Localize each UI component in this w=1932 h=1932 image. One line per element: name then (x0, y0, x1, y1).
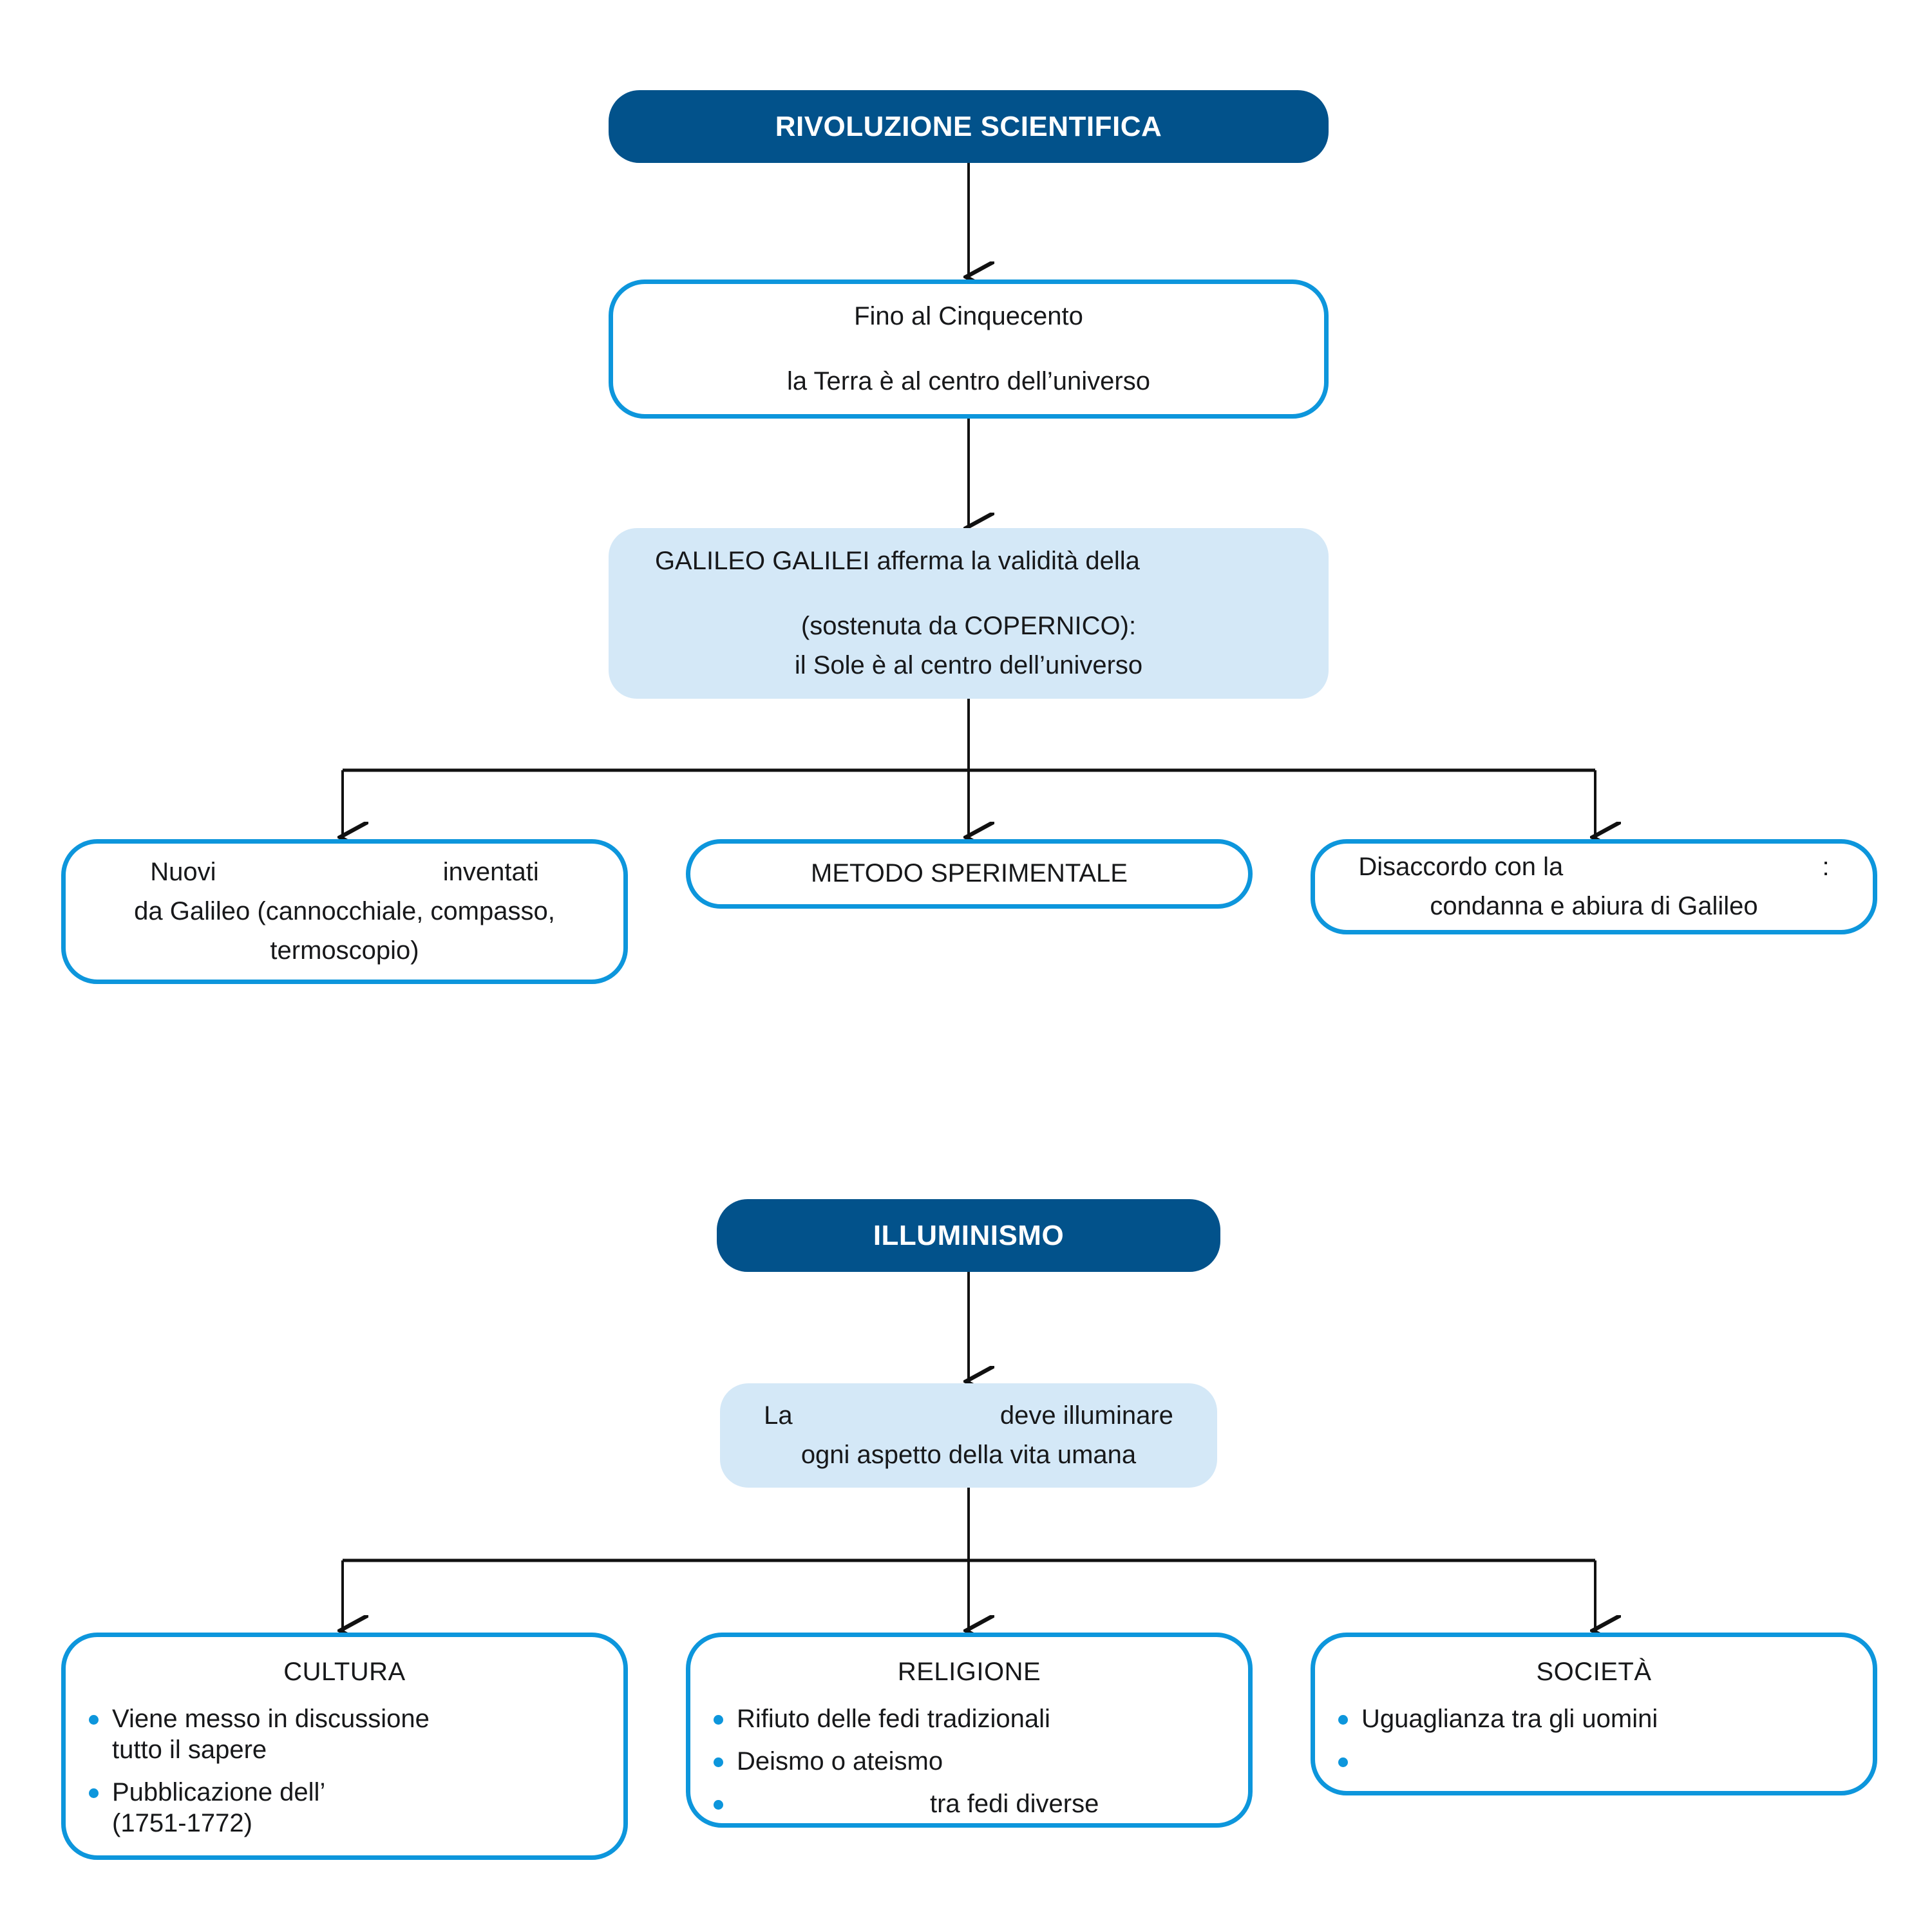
node-category-religione[interactable]: RELIGIONE Rifiuto delle fedi tradizional… (686, 1633, 1253, 1828)
node-metodo-sperimentale[interactable]: METODO SPERIMENTALE (686, 839, 1253, 909)
text-fragment-a: Viene messo in discussione (112, 1705, 430, 1733)
text-line-2: la Terra è al centro dell’universo (786, 367, 1150, 395)
la-ragione-text: La deve illuminare ogni aspetto della vi… (720, 1401, 1217, 1470)
societa-title: SOCIETÀ (1536, 1658, 1652, 1686)
text-line-3: termoscopio) (270, 936, 419, 965)
text-line-1: Disaccordo con la : (1337, 852, 1851, 882)
text-line-2: tutto il sapere (112, 1736, 267, 1764)
text-line-1: Fino al Cinquecento (854, 301, 1083, 330)
list-item: Viene messo in discussione tutto il sape… (85, 1703, 612, 1765)
text-fragment-b: inventati (442, 857, 539, 886)
list-item: tra fedi diverse (710, 1788, 1236, 1819)
text-fragment-a: GALILEO GALILEI afferma la validità dell… (654, 546, 1140, 575)
text-fragment-a: Disaccordo con la (1358, 852, 1564, 881)
node-rivoluzione-scientifica-header[interactable]: RIVOLUZIONE SCIENTIFICA (609, 90, 1329, 163)
node-disaccordo-chiesa[interactable]: Disaccordo con la : condanna e abiura di… (1311, 839, 1877, 934)
metodo-sperimentale-text: METODO SPERIMENTALE (690, 858, 1248, 889)
node-galileo-galilei[interactable]: GALILEO GALILEI afferma la validità dell… (609, 528, 1329, 699)
node-la-ragione[interactable]: La deve illuminare ogni aspetto della vi… (720, 1383, 1217, 1488)
text-line-1: METODO SPERIMENTALE (811, 859, 1128, 888)
text-line-2: condanna e abiura di Galileo (1430, 892, 1758, 920)
text-line-2: ogni aspetto della vita umana (800, 1441, 1137, 1469)
list-item (1334, 1746, 1861, 1777)
list-item: Rifiuto delle fedi tradizionali (710, 1703, 1236, 1734)
religione-bullet-list: Rifiuto delle fedi tradizionali Deismo o… (690, 1703, 1248, 1819)
text-line-2: da Galileo (cannocchiale, compasso, (134, 896, 555, 925)
rivoluzione-scientifica-title: RIVOLUZIONE SCIENTIFICA (775, 110, 1162, 142)
list-item: Pubblicazione dell’ (1751-1772) (85, 1777, 612, 1839)
religione-title: RELIGIONE (897, 1658, 1041, 1686)
node-illuminismo-header[interactable]: ILLUMINISMO (717, 1199, 1220, 1272)
cultura-title: CULTURA (283, 1658, 406, 1686)
node-category-cultura[interactable]: CULTURA Viene messo in discussione tutto… (61, 1633, 628, 1860)
illuminismo-title: ILLUMINISMO (873, 1219, 1065, 1251)
node-category-societa[interactable]: SOCIETÀ Uguaglianza tra gli uomini (1311, 1633, 1877, 1795)
text-line-1: GALILEO GALILEI afferma la validità dell… (630, 546, 1307, 576)
list-item: Deismo o ateismo (710, 1746, 1236, 1777)
node-fino-al-cinquecento[interactable]: Fino al Cinquecento la Terra è al centro… (609, 279, 1329, 419)
fino-al-cinquecento-text: Fino al Cinquecento la Terra è al centro… (613, 301, 1324, 397)
text-fragment-b: deve illuminare (999, 1401, 1173, 1430)
text-fragment-a: Uguaglianza tra gli uomini (1361, 1705, 1658, 1733)
text-line-2: (sostenuta da COPERNICO): (800, 611, 1137, 640)
text-fragment-a: Pubblicazione dell’ (112, 1778, 326, 1806)
galileo-galilei-text: GALILEO GALILEI afferma la validità dell… (609, 546, 1329, 681)
disaccordo-chiesa-text: Disaccordo con la : condanna e abiura di… (1315, 852, 1873, 922)
list-item: Uguaglianza tra gli uomini (1334, 1703, 1861, 1734)
text-line-2: (1751-1772) (112, 1809, 252, 1837)
nuovi-strumenti-text: Nuovi inventati da Galileo (cannocchiale… (66, 857, 623, 967)
text-fragment-a: La (764, 1401, 793, 1430)
text-fragment-b: : (1822, 852, 1830, 881)
text-line-3: il Sole è al centro dell’universo (794, 651, 1143, 680)
text-fragment-b: tra fedi diverse (930, 1790, 1099, 1818)
societa-bullet-list: Uguaglianza tra gli uomini (1315, 1703, 1873, 1777)
cultura-bullet-list: Viene messo in discussione tutto il sape… (66, 1703, 623, 1839)
text-line-1: Nuovi inventati (88, 857, 601, 887)
text-fragment-a: Nuovi (150, 857, 216, 886)
text-fragment-a: Deismo o ateismo (737, 1747, 943, 1776)
text-fragment-a: Rifiuto delle fedi tradizionali (737, 1705, 1050, 1733)
node-nuovi-strumenti[interactable]: Nuovi inventati da Galileo (cannocchiale… (61, 839, 628, 984)
text-line-1: La deve illuminare (742, 1401, 1195, 1431)
